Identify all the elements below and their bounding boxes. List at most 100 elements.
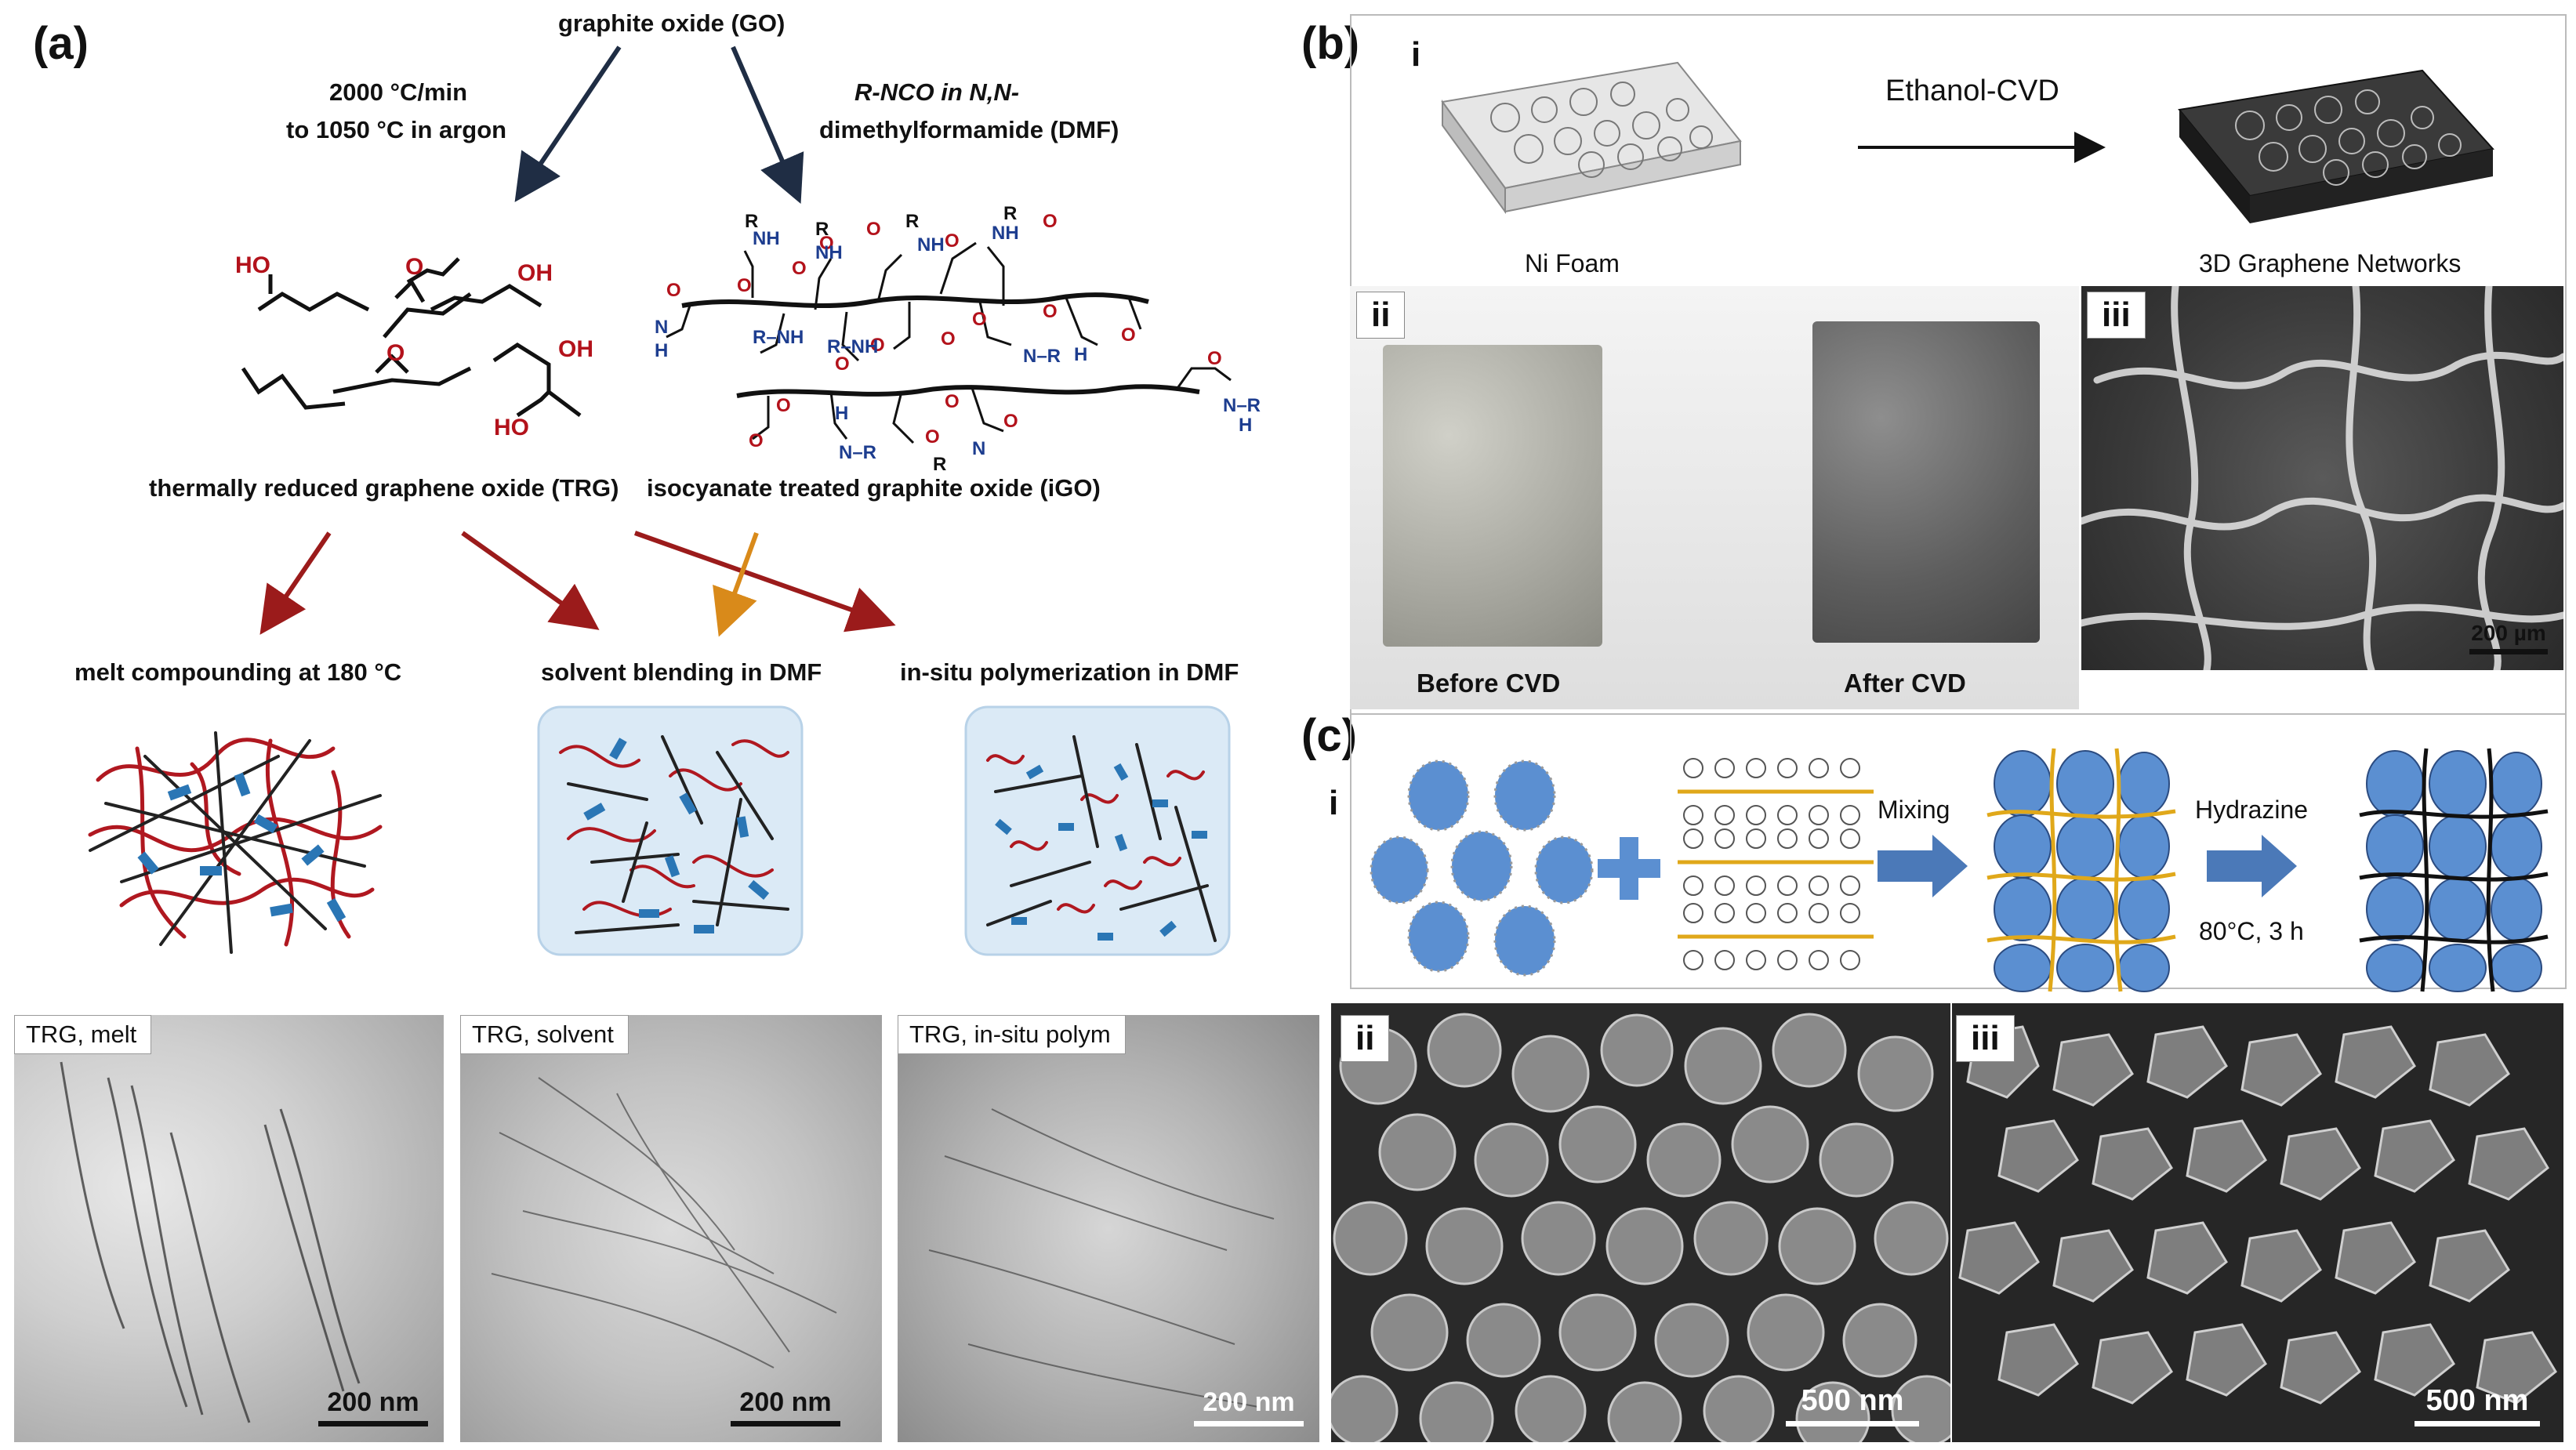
method-melt: melt compounding at 180 °C — [74, 658, 402, 686]
after-cvd-sample — [1812, 321, 2040, 643]
scalebar-insitu-text: 200 nm — [1203, 1387, 1295, 1417]
go-label: graphite oxide (GO) — [558, 9, 785, 37]
trg-molecules — [241, 257, 582, 418]
right-condition-line1: R-NCO in N,N- — [854, 78, 1020, 106]
scalebar-melt: 200 nm — [318, 1387, 428, 1426]
ethanol-cvd-label: Ethanol-CVD — [1885, 74, 2059, 107]
graphene-network-sem: 200 µm — [2081, 286, 2563, 670]
svg-text:O: O — [792, 258, 807, 279]
arrow-trg-insitu — [633, 531, 896, 633]
tem-image-melt: TRG, melt 200 nm — [14, 1015, 444, 1442]
arrow-trg-melt — [259, 531, 332, 635]
svg-text:R: R — [745, 211, 758, 232]
svg-text:HO: HO — [235, 252, 270, 278]
svg-text:OH: OH — [558, 336, 593, 362]
arrow-igo-solvent — [713, 531, 759, 637]
spheres-schematic — [1370, 759, 1594, 977]
solvent-schematic — [537, 705, 804, 956]
melt-schematic — [88, 731, 383, 954]
panel-c-i-label: i — [1329, 784, 1339, 823]
tem-label-melt: TRG, melt — [14, 1015, 152, 1054]
svg-text:N–R: N–R — [839, 442, 876, 463]
scalebar-c-ii: 500 nm — [1786, 1384, 1919, 1426]
scalebar-insitu: 200 nm — [1194, 1387, 1304, 1426]
svg-text:H: H — [1074, 344, 1087, 365]
cvd-photo: Before CVD After CVD — [1350, 286, 2079, 709]
graphene-network-schematic — [2178, 69, 2494, 223]
trg-oxygens: HO O OH O OH HO — [235, 252, 593, 440]
ethanol-cvd-arrow — [1858, 132, 2106, 163]
svg-text:O: O — [941, 328, 956, 350]
method-solvent: solvent blending in DMF — [541, 658, 822, 686]
right-condition-line2: dimethylformamide (DMF) — [819, 116, 1119, 143]
svg-text:H: H — [1239, 415, 1252, 436]
panel-b-letter: (b) — [1301, 18, 1360, 69]
svg-text:O: O — [405, 254, 423, 280]
graphene-networks-label: 3D Graphene Networks — [2199, 249, 2462, 277]
svg-text:O: O — [945, 391, 960, 412]
svg-text:O: O — [945, 230, 960, 252]
svg-text:OH: OH — [517, 260, 553, 286]
svg-text:O: O — [870, 335, 885, 356]
trg-label: thermally reduced graphene oxide (TRG) — [149, 474, 619, 502]
ni-foam-label: Ni Foam — [1525, 249, 1620, 277]
svg-text:NH: NH — [815, 242, 843, 263]
scalebar-c-iii: 500 nm — [2415, 1384, 2540, 1426]
igo-label: isocyanate treated graphite oxide (iGO) — [647, 474, 1101, 502]
svg-text:NH: NH — [917, 234, 945, 256]
svg-text:O: O — [819, 233, 834, 254]
svg-text:N–R: N–R — [1023, 346, 1061, 367]
svg-text:O: O — [1043, 301, 1058, 322]
svg-text:O: O — [972, 309, 987, 330]
svg-text:O: O — [925, 426, 940, 448]
tem-label-insitu: TRG, in-situ polym — [898, 1015, 1126, 1054]
svg-text:O: O — [776, 395, 791, 416]
svg-text:O: O — [666, 280, 681, 301]
arrow-to-trg — [514, 45, 622, 202]
sem-image-c-iii: 500 nm — [1952, 1003, 2563, 1442]
left-condition-line2: to 1050 °C in argon — [286, 116, 507, 143]
svg-text:R: R — [905, 211, 919, 232]
svg-text:N: N — [655, 317, 668, 338]
graphene-oxide-layers — [1678, 758, 1874, 970]
svg-text:O: O — [1043, 211, 1058, 232]
svg-text:O: O — [1207, 348, 1222, 369]
conditions-label: 80°C, 3 h — [2199, 917, 2304, 945]
hydrazine-arrow — [2207, 835, 2297, 897]
scalebar-graphene-network-text: 200 µm — [2471, 621, 2546, 645]
svg-text:R: R — [815, 219, 829, 240]
svg-text:R–NH: R–NH — [827, 336, 878, 357]
svg-text:H: H — [655, 340, 668, 361]
panel-a-letter: (a) — [33, 18, 89, 69]
svg-text:H: H — [835, 403, 848, 424]
svg-text:O: O — [386, 340, 405, 366]
mixed-composite — [1986, 748, 2176, 992]
panel-c-ii-label: ii — [1341, 1015, 1390, 1062]
insitu-schematic — [964, 705, 1231, 956]
tem-label-solvent: TRG, solvent — [460, 1015, 629, 1054]
ni-foam-schematic — [1441, 61, 1742, 215]
after-cvd-label: After CVD — [1844, 669, 1966, 698]
svg-text:NH: NH — [992, 223, 1019, 244]
svg-text:R–NH: R–NH — [753, 327, 804, 348]
panel-b-ii-label: ii — [1356, 292, 1406, 339]
method-insitu: in-situ polymerization in DMF — [900, 658, 1239, 686]
mixing-label: Mixing — [1878, 796, 1950, 824]
left-condition-line1: 2000 °C/min — [329, 78, 468, 106]
scalebar-graphene-network: 200 µm — [2469, 621, 2548, 654]
scalebar-c-iii-text: 500 nm — [2425, 1384, 2529, 1417]
svg-text:O: O — [1003, 411, 1018, 432]
svg-text:O: O — [749, 430, 764, 451]
hydrazine-label: Hydrazine — [2195, 796, 2309, 824]
sem-image-c-ii: 500 nm — [1331, 1003, 1950, 1442]
before-cvd-label: Before CVD — [1417, 669, 1561, 698]
panel-b-i-label: i — [1411, 35, 1421, 74]
svg-text:O: O — [866, 219, 881, 240]
scalebar-melt-text: 200 nm — [327, 1387, 419, 1417]
svg-text:O: O — [1121, 324, 1136, 346]
svg-text:N–R: N–R — [1223, 395, 1261, 416]
igo-substituents — [666, 241, 1232, 444]
arrow-to-igo — [731, 45, 804, 205]
